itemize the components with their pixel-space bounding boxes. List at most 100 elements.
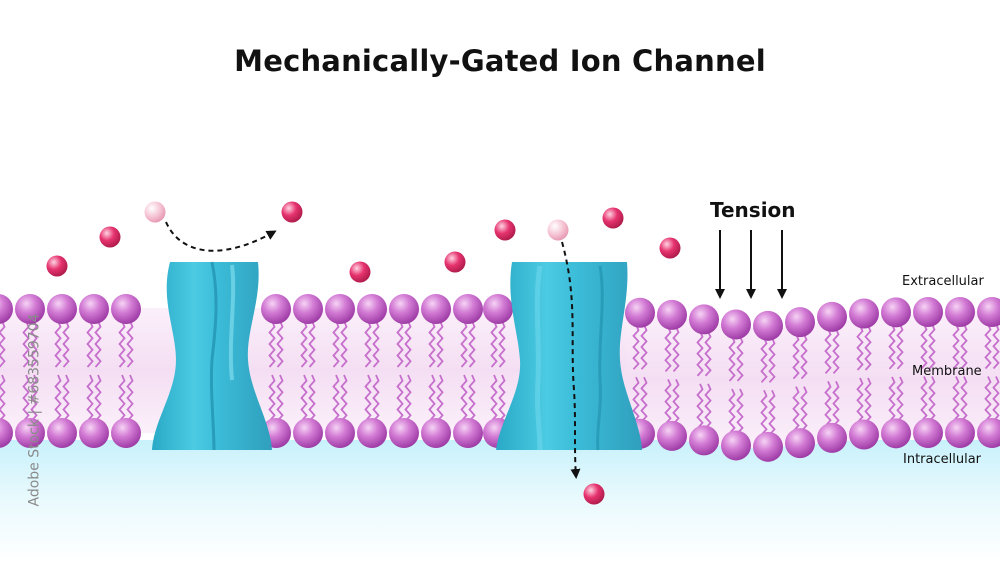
lipid-tail — [428, 374, 436, 422]
lipid-tail — [0, 320, 6, 368]
lipid-head — [945, 297, 975, 328]
lipid-tail — [268, 320, 276, 368]
lipid-tail — [664, 326, 672, 372]
lipid-tail — [340, 320, 348, 368]
lipid-tail — [396, 320, 404, 368]
tension-arrows — [715, 230, 787, 299]
lipid-tail — [736, 336, 744, 382]
lipid-tail — [300, 320, 308, 368]
ion-particle — [281, 201, 303, 223]
lipid-tail — [672, 379, 680, 425]
lipid-head — [325, 418, 355, 448]
lipid-tail — [960, 376, 968, 422]
ion-particle — [349, 261, 371, 283]
lipid-tail — [396, 374, 404, 422]
ion-particle — [659, 237, 681, 259]
ion-channel-closed — [152, 261, 272, 451]
lipid-tail — [920, 323, 928, 370]
lipid-tail — [992, 323, 1000, 370]
membrane-right-band — [625, 310, 1000, 448]
lipid-tail — [640, 376, 648, 423]
lipid-head — [785, 428, 815, 459]
lipid-tail — [22, 374, 30, 422]
lipid-heads — [0, 294, 1000, 462]
lipid-head — [657, 299, 687, 330]
lipid-tail — [768, 389, 776, 436]
lipid-tail — [704, 331, 712, 377]
lipid-head — [111, 294, 141, 324]
lipid-tail — [86, 374, 94, 422]
lipid-tail — [856, 377, 864, 424]
lipid-head — [261, 294, 291, 324]
lipid-tail — [632, 324, 640, 370]
lipid-head — [453, 294, 483, 324]
lipid-tail — [308, 374, 316, 422]
lipid-head — [79, 418, 109, 448]
lipid-tail — [372, 374, 380, 422]
lipid-head — [753, 431, 783, 462]
lipid-head — [47, 418, 77, 448]
lipid-head — [0, 418, 13, 448]
lipid-tail — [952, 323, 960, 370]
membrane-label: Membrane — [912, 364, 982, 379]
lipid-head — [625, 297, 655, 328]
lipid-tail — [792, 386, 800, 432]
lipid-tail — [428, 320, 436, 368]
lipid-tail — [364, 374, 372, 422]
lipid-tail — [896, 323, 904, 370]
lipid-head — [357, 294, 387, 324]
lipid-tail — [460, 374, 468, 422]
lipid-head — [293, 418, 323, 448]
lipid-tail — [856, 325, 864, 371]
lipid-head — [753, 310, 783, 341]
lipid-head — [721, 309, 751, 340]
lipid-tail — [30, 320, 38, 368]
lipid-tail — [728, 388, 736, 435]
lipid-tail — [832, 380, 840, 427]
lipid-tail — [704, 383, 712, 429]
ion-particle — [494, 219, 516, 241]
lipid-head — [389, 294, 419, 324]
lipid-tail — [952, 376, 960, 422]
lipid-tail — [94, 320, 102, 368]
lipid-head — [849, 419, 879, 450]
lipid-tail — [490, 374, 498, 422]
lipid-tail — [696, 331, 704, 377]
lipid-tail — [490, 320, 498, 368]
lipid-head — [453, 418, 483, 448]
stock-watermark: Adobe Stock | #683559704 — [26, 313, 43, 507]
lipid-tail — [920, 376, 928, 422]
lipid-tail — [864, 325, 872, 371]
lipid-tail — [62, 374, 70, 422]
lipid-head — [689, 304, 719, 335]
lipid-tail — [928, 376, 936, 422]
lipid-head — [849, 298, 879, 329]
lipid-tail — [436, 320, 444, 368]
ion-particle — [46, 255, 68, 277]
lipid-head — [785, 307, 815, 338]
lipid-head — [657, 420, 687, 451]
lipid-tail — [22, 320, 30, 368]
lipid-head — [913, 418, 943, 449]
lipid-head — [325, 294, 355, 324]
ion-particle — [547, 219, 569, 241]
cytoplasm-region — [0, 440, 1000, 563]
lipid-tail — [54, 374, 62, 422]
lipid-head — [357, 418, 387, 448]
lipid-tail — [0, 374, 6, 422]
lipid-head — [817, 301, 847, 332]
lipid-tail — [992, 376, 1000, 422]
lipid-tail — [30, 374, 38, 422]
lipid-tail — [768, 337, 776, 383]
lipid-tail — [498, 374, 506, 422]
lipid-head — [389, 418, 419, 448]
lipid-tail — [760, 389, 768, 436]
lipid-head — [15, 418, 45, 448]
intracellular-label: Intracellular — [903, 452, 982, 467]
lipid-tail — [760, 337, 768, 383]
lipid-tail — [800, 333, 808, 380]
lipid-tail — [960, 323, 968, 370]
lipid-tail — [460, 320, 468, 368]
